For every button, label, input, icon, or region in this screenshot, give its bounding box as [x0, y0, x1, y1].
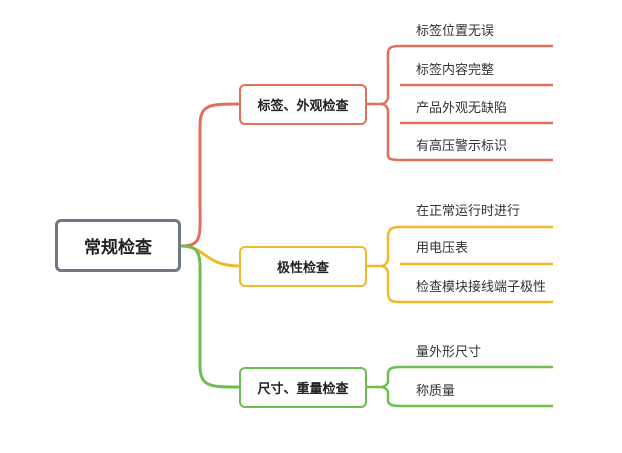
leaf-use-voltmeter[interactable]: 用电压表	[416, 241, 469, 256]
leaf-measure-dimensions[interactable]: 量外形尺寸	[416, 345, 482, 360]
brace-branch-3	[367, 365, 401, 408]
leaf-during-operation[interactable]: 在正常运行时进行	[416, 204, 521, 219]
connector-root-to-branch-2	[180, 244, 240, 268]
brace-branch-2	[367, 225, 401, 304]
leaf-weigh-mass[interactable]: 称质量	[416, 384, 456, 399]
connector-root-to-branch-1	[180, 102, 240, 248]
leaf-label-position[interactable]: 标签位置无误	[416, 24, 495, 39]
branch-node-label-appearance-check[interactable]: 标签、外观检查	[239, 84, 367, 125]
brace-branch-1	[367, 44, 401, 162]
branch-node-polarity-check[interactable]: 极性检查	[239, 246, 367, 287]
leaf-underlines-branch-3	[400, 365, 553, 408]
branch-node-size-weight-check[interactable]: 尺寸、重量检查	[239, 367, 367, 408]
connector-root-to-branch-3	[180, 244, 240, 389]
leaf-appearance-defect[interactable]: 产品外观无缺陷	[416, 101, 508, 116]
root-node[interactable]: 常规检查	[55, 219, 181, 272]
leaf-underlines-branch-1	[400, 44, 553, 162]
leaf-terminal-polarity[interactable]: 检查模块接线端子极性	[416, 280, 547, 295]
leaf-label-content[interactable]: 标签内容完整	[416, 63, 495, 78]
leaf-high-voltage-sign[interactable]: 有高压警示标识	[416, 139, 508, 154]
leaf-underlines-branch-2	[400, 225, 553, 304]
